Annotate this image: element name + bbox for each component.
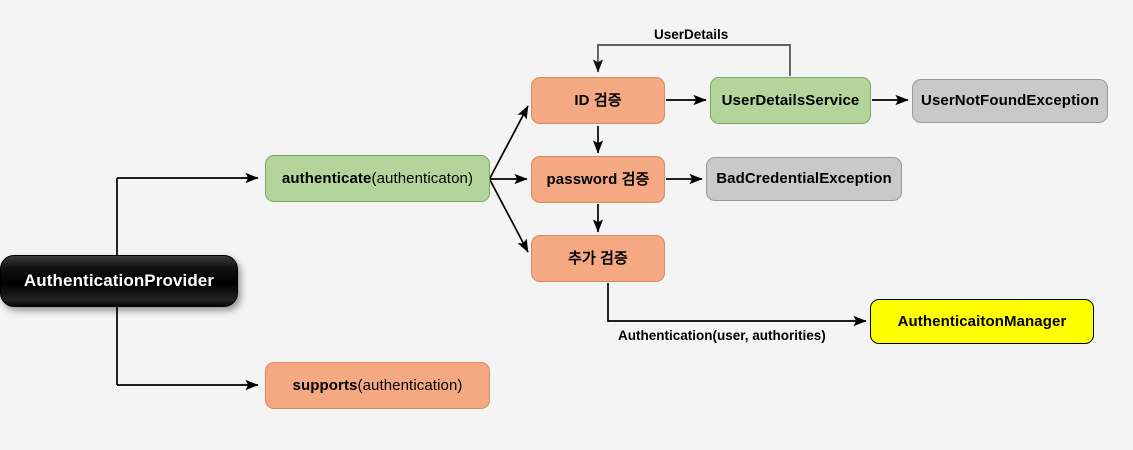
node-authentication-provider[interactable]: AuthenticationProvider (0, 255, 238, 307)
edge-extra-check-to-authentication-manager (607, 283, 867, 327)
node-supports-label: supports(authentication) (293, 377, 463, 394)
node-id-check-label: ID 검증 (574, 91, 622, 109)
node-authenticate[interactable]: authenticate(authenticaton) (265, 155, 490, 202)
node-user-not-found-exception-label: UserNotFoundException (921, 92, 1099, 110)
node-bad-credential-exception-label: BadCredentialException (716, 170, 892, 188)
edge-authenticate-to-extra-check (489, 179, 529, 253)
node-supports[interactable]: supports(authentication) (265, 362, 490, 409)
node-authentication-manager[interactable]: AuthenticaitonManager (870, 299, 1094, 344)
edge-authenticate-to-id-check (489, 105, 529, 179)
node-user-not-found-exception[interactable]: UserNotFoundException (912, 79, 1108, 123)
node-authentication-manager-label: AuthenticaitonManager (897, 312, 1067, 330)
node-bad-credential-exception[interactable]: BadCredentialException (706, 157, 902, 201)
node-password-check[interactable]: password 검증 (531, 156, 665, 203)
edge-label-authentication-result: Authentication(user, authorities) (618, 328, 826, 343)
node-authenticate-label: authenticate(authenticaton) (282, 170, 473, 187)
node-user-details-service[interactable]: UserDetailsService (710, 77, 871, 124)
node-supports-method: supports (292, 376, 358, 394)
node-extra-check-label: 추가 검증 (568, 249, 628, 267)
node-id-check[interactable]: ID 검증 (531, 77, 665, 124)
node-authenticate-args: (authenticaton) (371, 169, 474, 187)
node-password-check-label: password 검증 (546, 170, 650, 188)
edge-user-details-return (592, 44, 791, 76)
node-authenticate-method: authenticate (281, 169, 372, 187)
node-extra-check[interactable]: 추가 검증 (531, 235, 665, 282)
node-supports-args: (authentication) (357, 376, 463, 394)
node-user-details-service-label: UserDetailsService (721, 91, 860, 109)
edge-label-user-details: UserDetails (654, 27, 729, 42)
node-authentication-provider-label: AuthenticationProvider (23, 271, 215, 291)
